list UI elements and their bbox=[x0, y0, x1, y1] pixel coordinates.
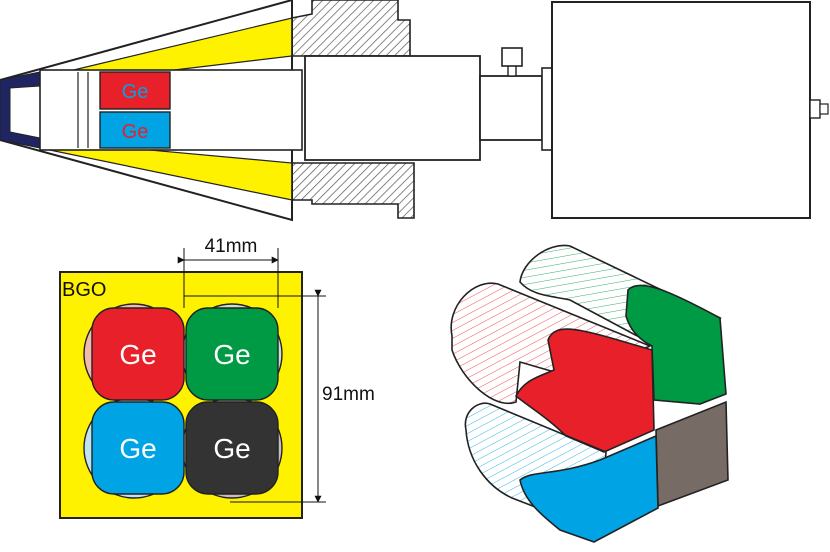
front-crystal-br-label: Ge bbox=[213, 433, 250, 464]
front-crystal-tr-label: Ge bbox=[213, 339, 250, 370]
front-crystal-tl-label: Ge bbox=[119, 339, 156, 370]
collar-upper bbox=[291, 0, 411, 57]
front-view: BGO Ge Ge Ge Ge 41mm 91mm bbox=[59, 236, 375, 519]
collar-lower bbox=[291, 162, 415, 219]
front-crystal-br bbox=[185, 401, 279, 495]
front-crystal-bl bbox=[91, 401, 185, 495]
persp-brown-face bbox=[655, 400, 729, 508]
side-crystal-bottom-label: Ge bbox=[122, 121, 149, 143]
side-crystal-bottom bbox=[99, 111, 171, 149]
inner-tube bbox=[39, 69, 303, 151]
front-crystal-tr bbox=[185, 307, 279, 401]
dim-41-label: 41mm bbox=[205, 236, 258, 257]
side-crystal-top bbox=[99, 71, 171, 110]
persp-blue-face bbox=[519, 434, 659, 543]
bgo-label: BGO bbox=[62, 279, 106, 301]
perspective-view bbox=[450, 244, 729, 543]
side-plug bbox=[809, 99, 821, 119]
front-cap-inner bbox=[9, 85, 41, 139]
valve-head bbox=[501, 47, 523, 67]
cryostat-body bbox=[304, 55, 481, 161]
front-crystal-bl-label: Ge bbox=[119, 433, 156, 464]
side-plug-tip bbox=[819, 103, 829, 115]
side-crystal-top-label: Ge bbox=[122, 81, 149, 103]
persp-green-face bbox=[625, 284, 727, 405]
dim-91-label: 91mm bbox=[322, 384, 375, 405]
flange bbox=[541, 67, 553, 151]
front-crystal-tl bbox=[91, 307, 185, 401]
persp-red-face bbox=[515, 328, 655, 453]
dewar bbox=[551, 1, 811, 219]
cryostat-neck bbox=[479, 75, 543, 141]
side-view: Ge Ge bbox=[0, 0, 829, 222]
